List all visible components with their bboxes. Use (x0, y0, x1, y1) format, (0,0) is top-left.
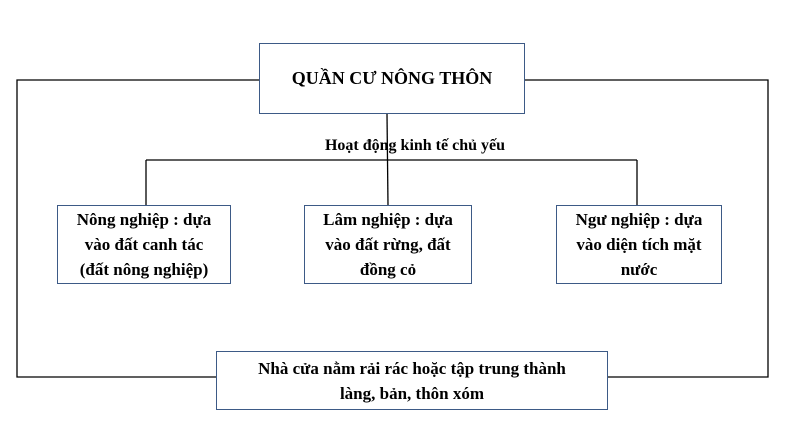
branch-node-line: nước (620, 260, 658, 279)
outer-frame-line-right (525, 79, 769, 378)
branch-node-line: vào đất rừng, đất (325, 235, 451, 254)
connector-label: Hoạt động kinh tế chủ yếu (324, 137, 506, 154)
branch-node-line: vào đất canh tác (84, 235, 204, 254)
settlement-node: Nhà cửa nằm rải rác hoặc tập trung thành… (216, 351, 608, 410)
branch-node-line: đồng cỏ (359, 260, 417, 279)
branch-node-line: (đất nông nghiệp) (79, 260, 209, 279)
branch-node-forestry: Lâm nghiệp : dựa vào đất rừng, đất đồng … (304, 205, 472, 284)
branch-node-line: Lâm nghiệp : dựa (323, 210, 453, 229)
branch-node-line: vào diện tích mặt (576, 235, 702, 254)
branch-node-line: Ngư nghiệp : dựa (575, 210, 703, 229)
branch-node-fishery: Ngư nghiệp : dựa vào diện tích mặt nước (556, 205, 722, 284)
settlement-node-line: làng, bản, thôn xóm (339, 383, 485, 403)
branch-node-line: Nông nghiệp : dựa (76, 210, 212, 229)
root-node-label: QUẦN CƯ NÔNG THÔN (291, 68, 493, 88)
root-node: QUẦN CƯ NÔNG THÔN (259, 43, 525, 114)
settlement-node-line: Nhà cửa nằm rải rác hoặc tập trung thành (258, 358, 566, 378)
outer-frame-line (16, 79, 259, 378)
branch-node-agriculture: Nông nghiệp : dựa vào đất canh tác (đất … (57, 205, 231, 284)
